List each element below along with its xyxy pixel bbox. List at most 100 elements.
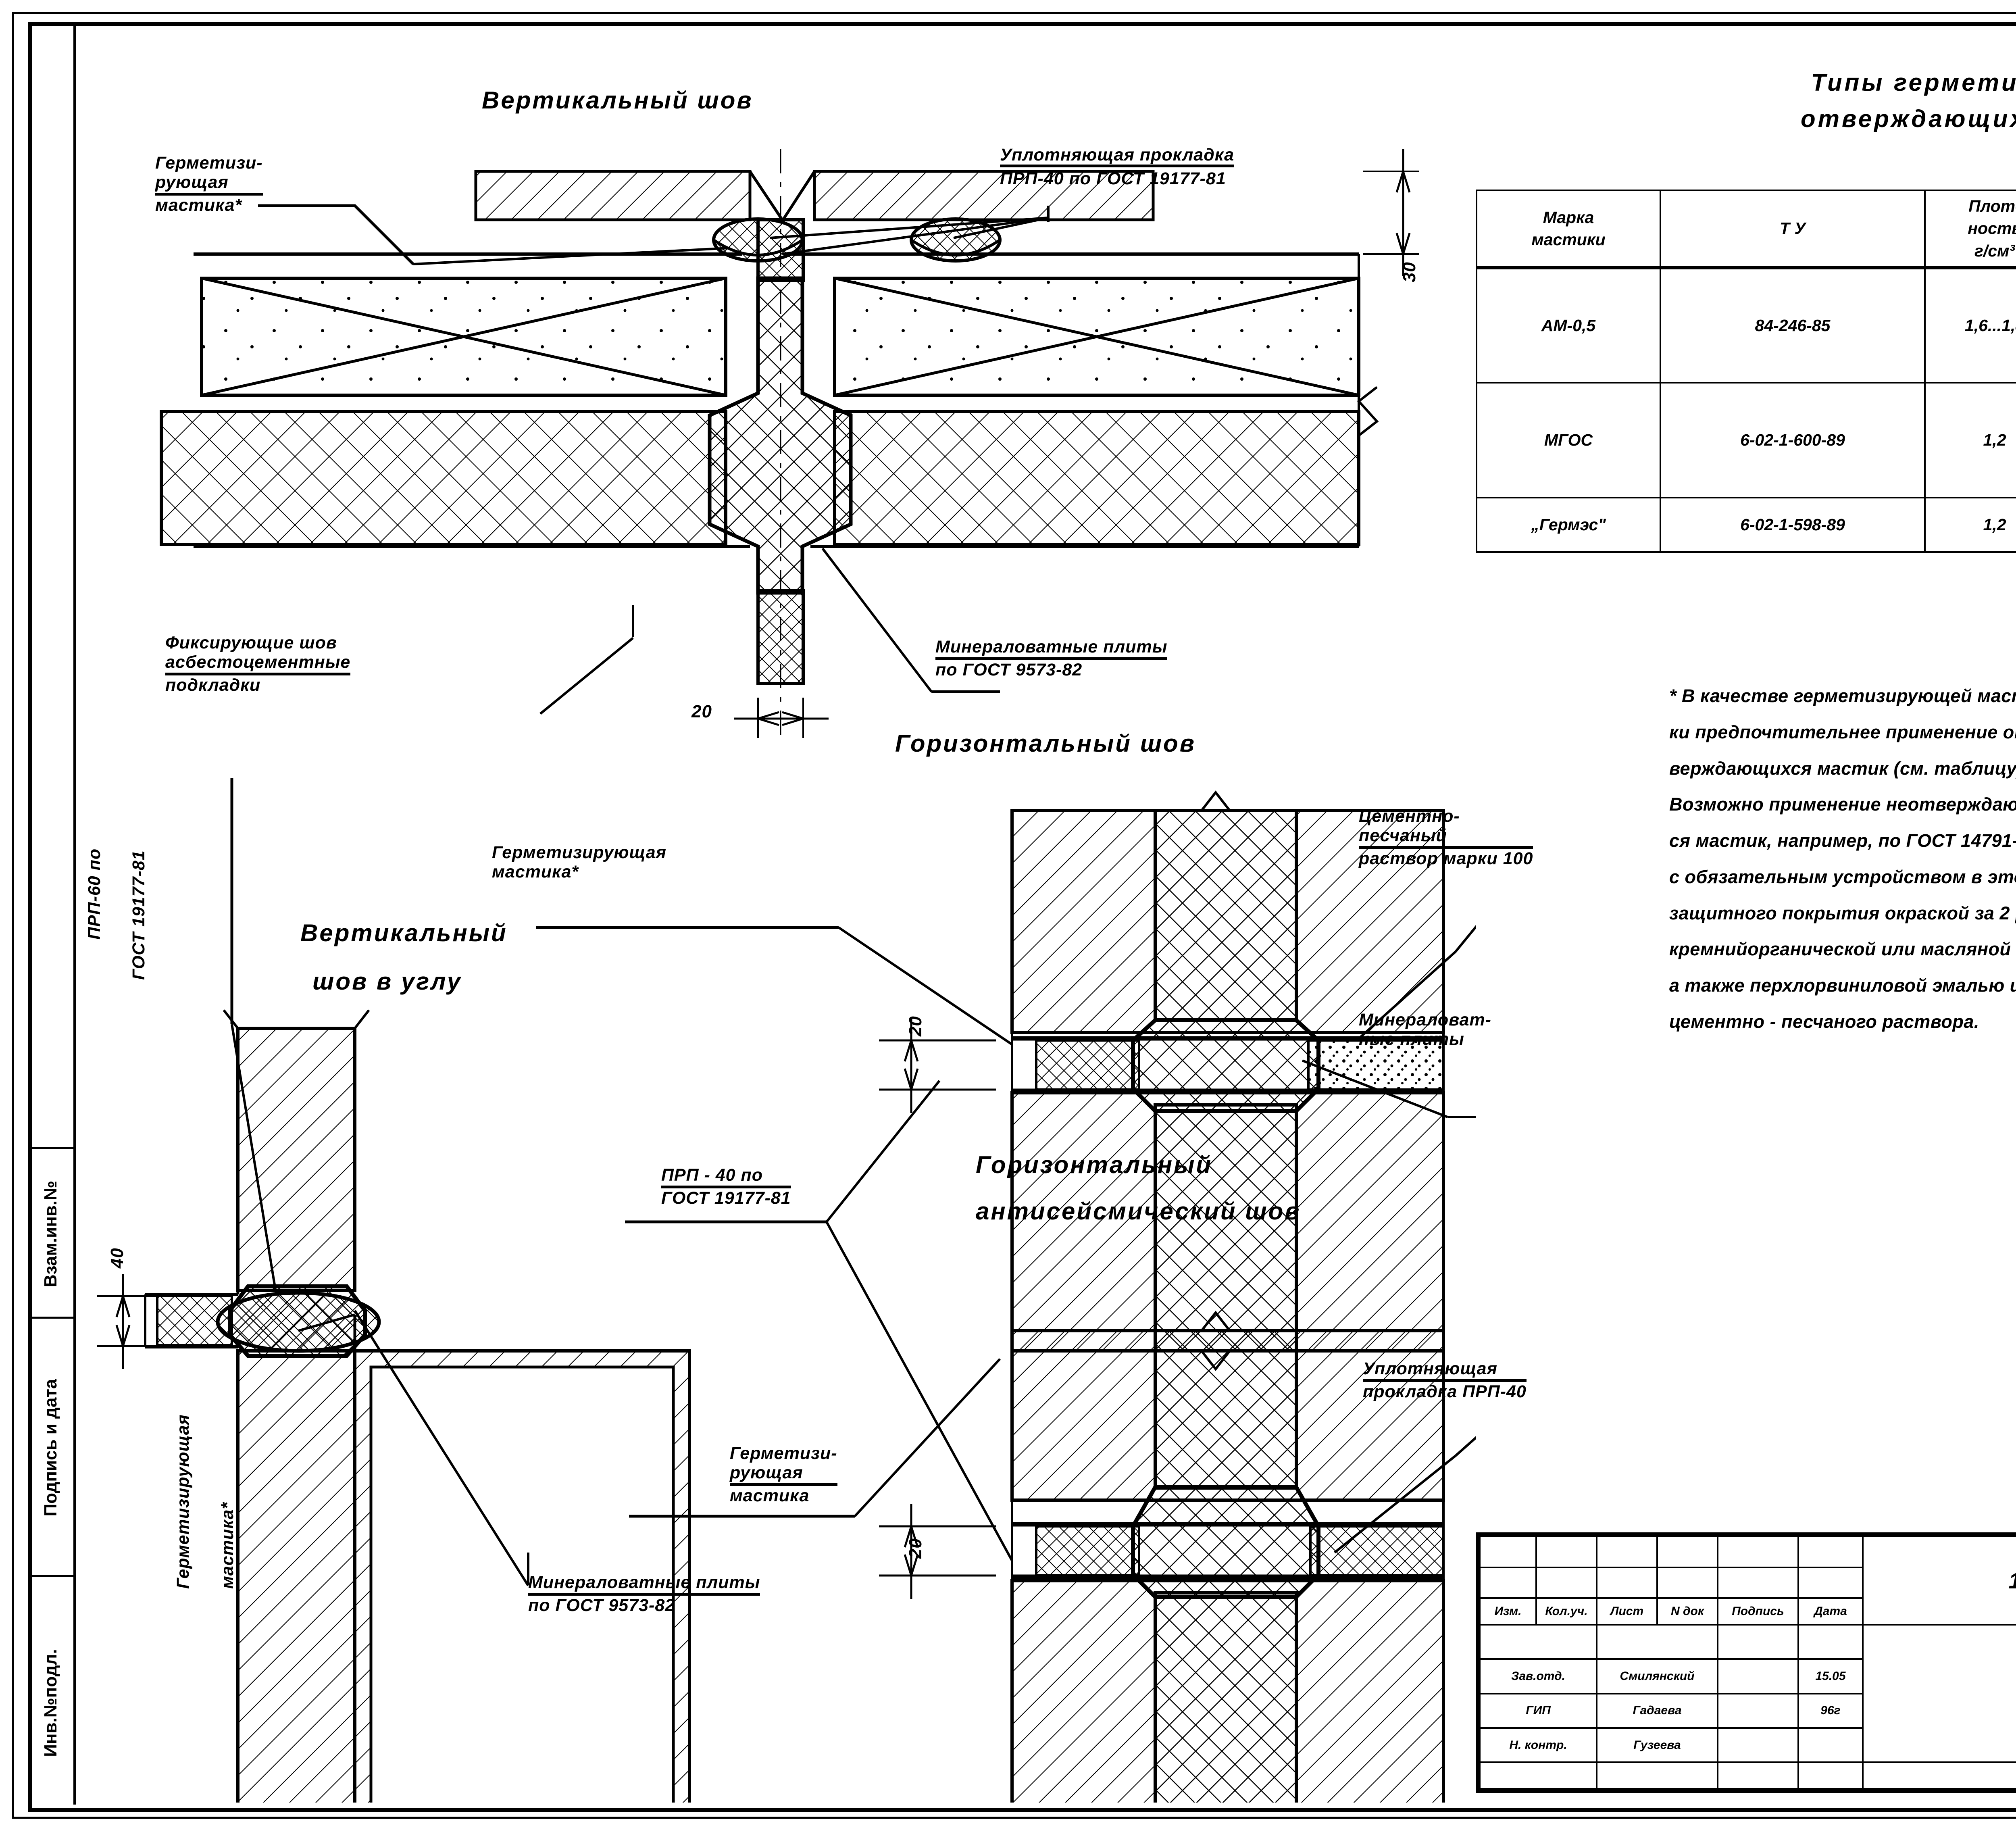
mastic-table-row: МГОС 6-02-1-600-89 1,2 от бежевого до те…: [1476, 382, 2016, 499]
label-gasket-bottom-line1: Уплотняющая: [1363, 1359, 1527, 1382]
label-gasket-top-line1: Уплотняющая прокладка: [1000, 145, 1235, 165]
rev-cell: [1656, 1566, 1718, 1599]
section-title-vertical-joint: Вертикальный шов: [482, 87, 753, 114]
label-fixing-pads-line3: подкладки: [165, 675, 261, 695]
footnote-line: Возможно применение неотверждающих-: [1669, 794, 2016, 815]
role-cell-zavotd: Зав.отд.: [1479, 1658, 1597, 1694]
label-cement-sand-mortar-line2: песчаный: [1359, 826, 1533, 849]
dimension-20-seismic-joint: 20: [905, 1538, 925, 1559]
mastic-tu-cell: 84-246-85: [1660, 267, 1926, 384]
label-sealant-mastic-middle-line2: мастика*: [492, 862, 579, 882]
blank-cell: [1479, 1761, 1597, 1790]
label-fixing-pads-line2: асбестоцементные: [165, 652, 351, 676]
label-mineral-wool-top: Минераловатные плиты по ГОСТ 9573-82: [935, 637, 1168, 680]
mastic-table-title: Типы герметизирующих отверждающихся маст…: [1605, 65, 2016, 137]
mastic-density-cell: 1,2: [1924, 497, 2016, 553]
mastic-types-table: Марка мастики Т У Плот- ность г/см³ Цвет…: [1476, 189, 2016, 553]
footnote-line: кремнийорганической или масляной краской…: [1669, 939, 2016, 960]
left-margin-label-podpis: Подпись и дата: [41, 1379, 60, 1517]
left-margin-cell-invpodl: Инв.№подл.: [28, 1575, 73, 1829]
name-cell-gip: Гадаева: [1596, 1692, 1718, 1729]
footnote-line: ся мастик, например, по ГОСТ 14791-79,: [1669, 830, 2016, 851]
rev-cell: [1479, 1536, 1537, 1568]
rev-cell: [1717, 1536, 1799, 1568]
left-margin-cell-podpis: Подпись и дата: [28, 1317, 73, 1577]
sheet-outer-frame: [12, 12, 2016, 1819]
mastic-table-title-line1: Типы герметизирующих: [1811, 69, 2016, 96]
footnote-line: а также перхлорвиниловой эмалью или слое…: [1669, 975, 2016, 996]
date-cell-zavotd: 15.05: [1797, 1658, 1864, 1694]
label-sealant-mastic-bottom: Герметизи- рующая мастика: [730, 1444, 837, 1505]
mastic-tu-cell: 6-02-1-598-89: [1660, 497, 1926, 553]
label-sealant-mastic-bottom-line3: мастика: [730, 1486, 810, 1506]
section-title-horizontal-seismic-line2: антисейсмический шов: [976, 1198, 1301, 1225]
mastic-table-header-row: Марка мастики Т У Плот- ность г/см³ Цвет…: [1476, 189, 2016, 270]
rev-cell: [1535, 1566, 1597, 1599]
label-sealant-mastic-middle-line1: Герметизирующая: [492, 843, 666, 862]
left-margin-column: Взам.инв.№ Подпись и дата Инв.№подл.: [28, 22, 76, 1805]
label-mineral-wool-bottom-line2: по ГОСТ 9573-82: [528, 1596, 675, 1615]
mastic-brand-cell: АМ-0,5: [1476, 267, 1661, 384]
mastic-table-header-tu: Т У: [1660, 189, 1926, 270]
label-sealant-mastic-corner-line2: мастика*: [218, 1502, 237, 1589]
rev-header-list: Лист: [1596, 1597, 1658, 1626]
footnote-block: * В качестве герметизирующей мастики ки …: [1669, 686, 2016, 1048]
label-sealant-mastic-bottom-line1: Герметизи-: [730, 1444, 837, 1463]
label-gasket-top: Уплотняющая прокладка ПРП-40 по ГОСТ 191…: [1000, 145, 1235, 188]
footnote-line: с обязательным устройством в этом случае: [1669, 866, 2016, 887]
role-cell-gip: ГИП: [1479, 1692, 1597, 1729]
label-sealant-mastic-top-line2: рующая: [155, 173, 263, 196]
label-gasket-top-line2: ПРП-40 по ГОСТ 19177-81: [1000, 165, 1235, 188]
date-cell: [1797, 1624, 1864, 1660]
date-cell-gip: 96г: [1797, 1692, 1864, 1729]
date-cell-nkontr: [1797, 1727, 1864, 1763]
label-fixing-pads: Фиксирующие шов асбестоцементные подклад…: [165, 633, 351, 695]
rev-header-izm: Изм.: [1479, 1597, 1537, 1626]
name-cell-nkontr: Гузеева: [1596, 1727, 1718, 1763]
label-cement-sand-mortar-line1: Цементно-: [1359, 807, 1460, 826]
label-sealant-mastic-top-line1: Герметизи-: [155, 153, 263, 173]
rev-cell: [1797, 1536, 1864, 1568]
label-gasket-bottom: Уплотняющая прокладка ПРП-40: [1363, 1359, 1527, 1401]
label-prp40-line2: ГОСТ 19177-81: [661, 1188, 791, 1208]
label-prp40: ПРП - 40 по ГОСТ 19177-81: [661, 1165, 791, 1208]
label-mineral-wool-short-line1: Минераловат-: [1359, 1010, 1491, 1030]
section-title-horizontal-seismic-line1: Горизонтальный: [976, 1151, 1213, 1178]
drawing-title: Заполнение швов между панелями: [1862, 1624, 2016, 1763]
drawing-title-line1: Заполнение швов: [1864, 1674, 2016, 1694]
label-prp60: ПРП-60 по: [85, 848, 104, 940]
sign-cell-gip: [1717, 1692, 1799, 1729]
blank-cell: [1862, 1761, 2016, 1790]
label-prp40-line1: ПРП - 40 по: [661, 1165, 791, 1189]
joint-details-drawings: [97, 149, 1476, 1803]
sign-cell-nkontr: [1717, 1727, 1799, 1763]
label-mineral-wool-top-line1: Минераловатные плиты: [935, 637, 1168, 661]
rev-header-data: Дата: [1797, 1597, 1864, 1626]
mastic-density-cell: 1,6...1,8: [1924, 267, 2016, 384]
label-mineral-wool-top-line2: по ГОСТ 9573-82: [935, 660, 1083, 680]
document-number: 1.432.1-26.0/96-1: [1862, 1536, 2016, 1626]
mastic-brand-cell: „Гермэс": [1476, 497, 1661, 553]
rev-cell: [1596, 1536, 1658, 1568]
label-mineral-wool-short-line2: ные плиты: [1359, 1030, 1464, 1049]
section-title-horizontal-joint: Горизонтальный шов: [895, 730, 1196, 757]
rev-cell: [1797, 1566, 1864, 1599]
sign-cell: [1596, 1624, 1718, 1660]
footnote-line: * В качестве герметизирующей мастики: [1669, 686, 2016, 706]
footnote-line: цементно - песчаного раствора.: [1669, 1011, 1979, 1032]
blank-cell: [1797, 1761, 1864, 1790]
label-cement-sand-mortar: Цементно- песчаный раствор марки 100: [1359, 807, 1533, 868]
footnote-line: защитного покрытия окраской за 2 раза: [1669, 902, 2016, 923]
label-sealant-mastic-bottom-line2: рующая: [730, 1463, 837, 1486]
rev-header-podpis: Подпись: [1717, 1597, 1799, 1626]
rev-header-koluch: Кол.уч.: [1535, 1597, 1597, 1626]
label-sealant-mastic-top: Герметизи- рующая мастика*: [155, 153, 263, 215]
label-mineral-wool-bottom-line1: Минераловатные плиты: [528, 1573, 760, 1596]
label-gasket-bottom-line2: прокладка ПРП-40: [1363, 1382, 1527, 1402]
left-margin-cell-vzam: Взам.инв.№: [28, 1147, 73, 1319]
left-margin-label-vzam: Взам.инв.№: [41, 1180, 60, 1288]
mastic-table-row: „Гермэс" 6-02-1-598-89 1,2 черная То же: [1476, 497, 2016, 553]
label-mineral-wool-short: Минераловат- ные плиты: [1359, 1010, 1491, 1049]
rev-cell: [1596, 1566, 1658, 1599]
